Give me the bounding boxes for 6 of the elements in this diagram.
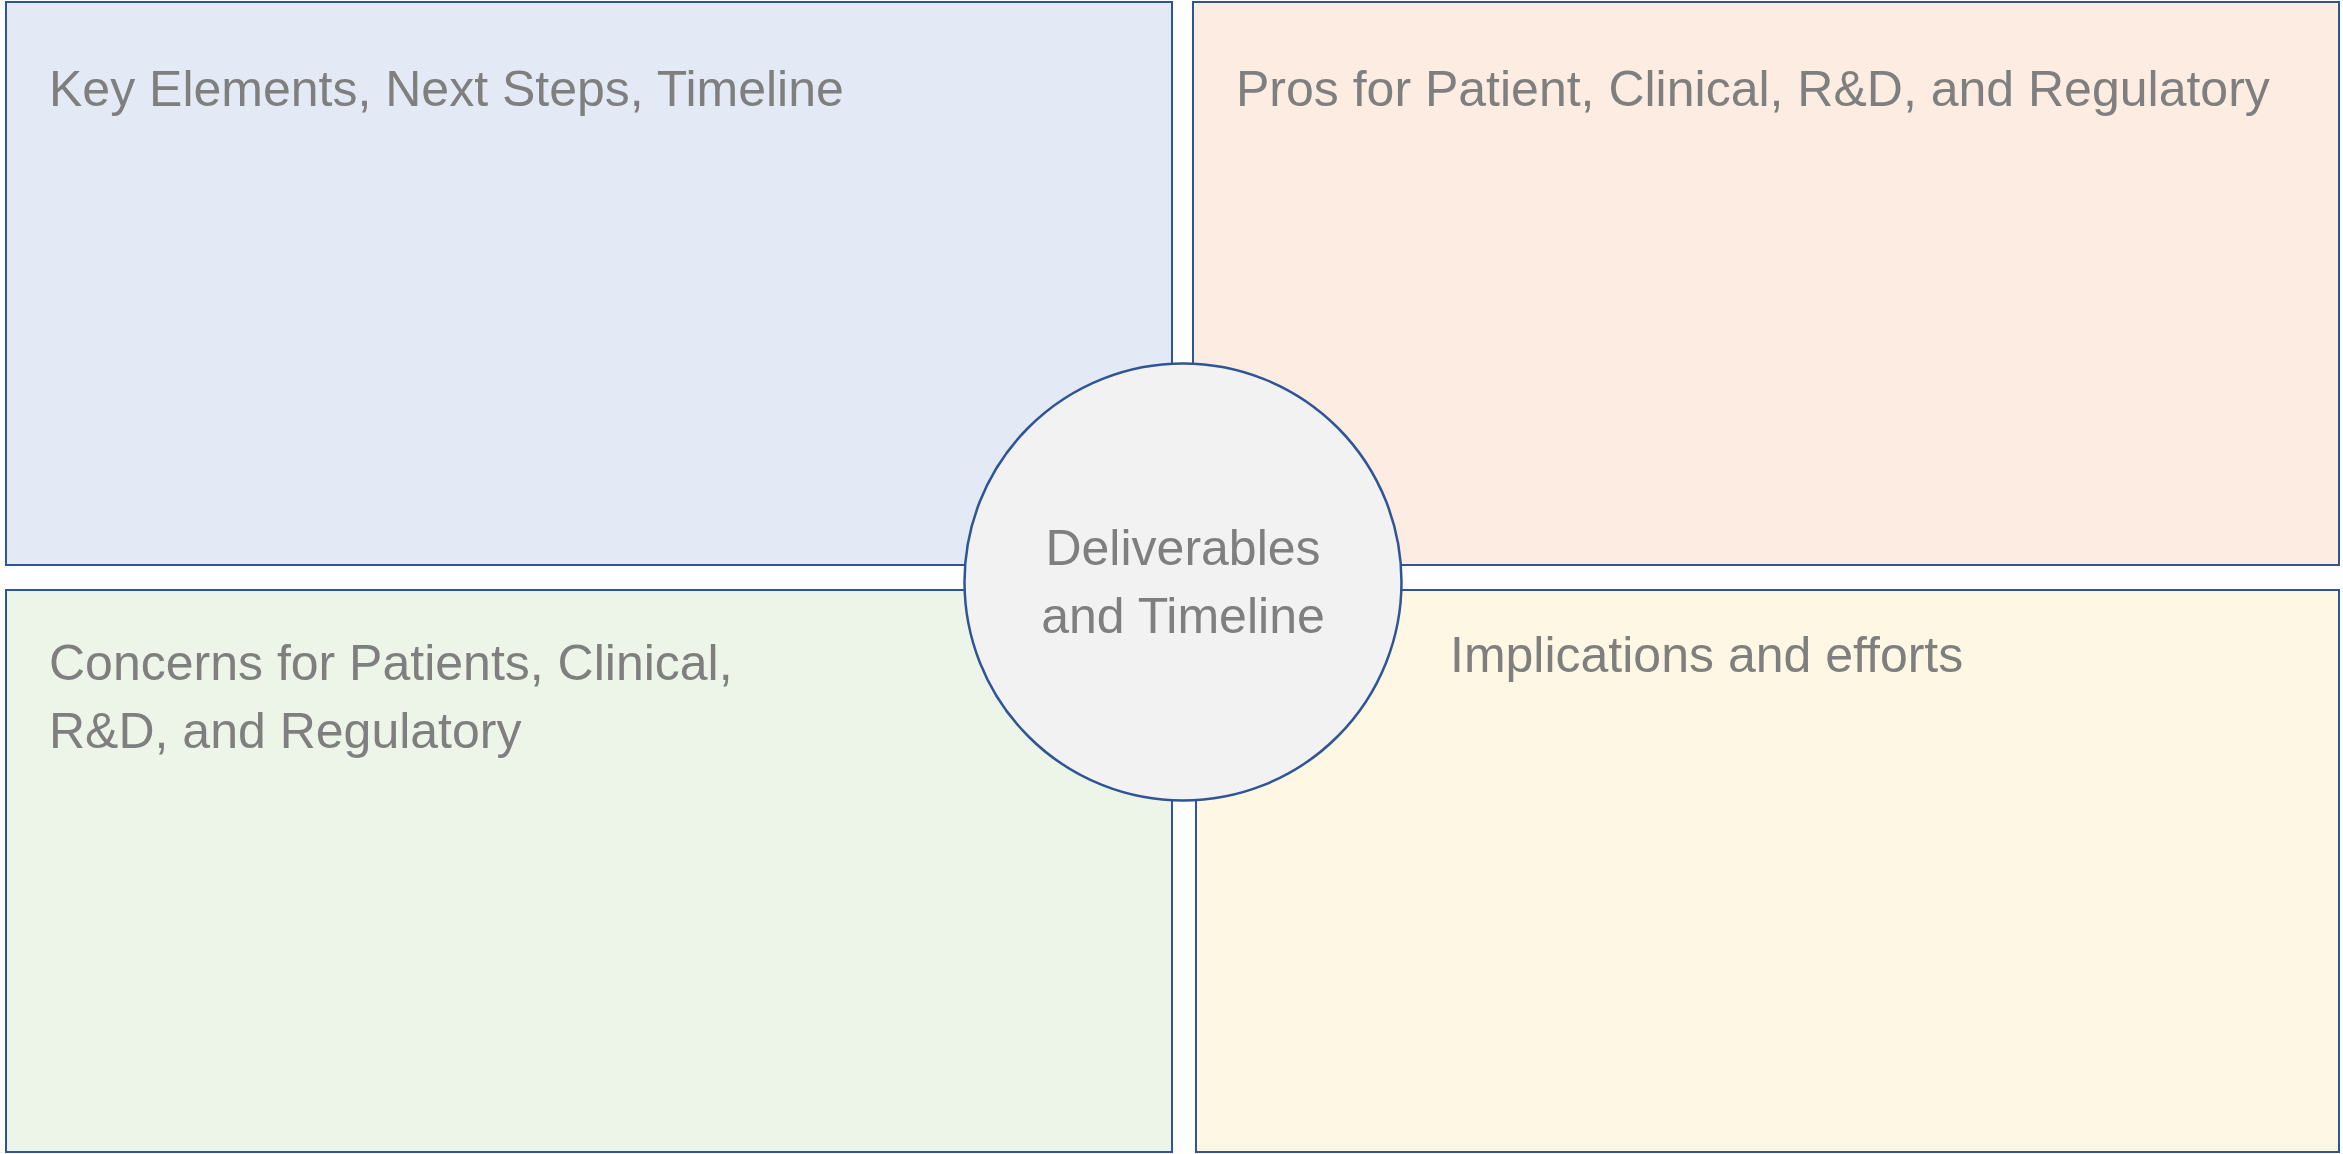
panel-heading: Concerns for Patients, Clinical, R&D, and Regulatory <box>49 634 734 761</box>
panel-heading: Pros for Patient, Clinical, R&D, and Regulatory <box>1236 60 2270 119</box>
panel-heading: Key Elements, Next Steps, Timeline <box>49 60 844 119</box>
circle-label: Deliverables and Timeline <box>1040 519 1326 646</box>
panel-heading: Implications and efforts <box>1450 626 1964 685</box>
center-circle <box>963 362 1403 802</box>
